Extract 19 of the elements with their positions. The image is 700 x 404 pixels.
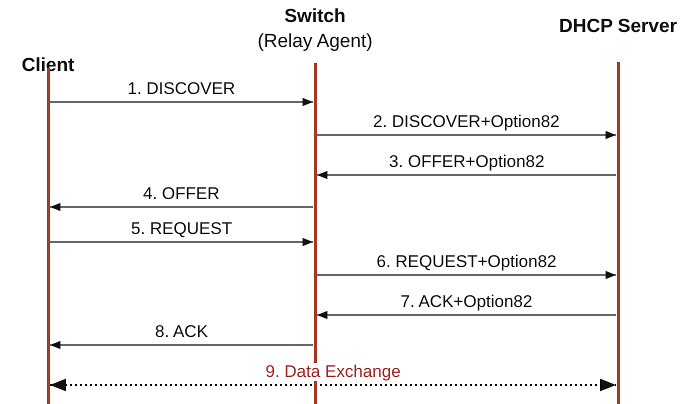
message-arrow [317,270,616,280]
message-label: 7. ACK+Option82 [398,293,534,311]
message-label: 5. REQUEST [129,220,234,238]
participant-name: DHCP Server [558,16,678,38]
participant-name: Client [20,55,76,77]
participant-name: Switch [283,6,347,28]
message-label: 2. DISCOVER+Option82 [371,113,562,131]
message-arrow [50,202,313,212]
message-arrow [317,310,616,320]
message-arrow [50,378,616,392]
message-label: 3. OFFER+Option82 [387,153,546,171]
message-arrow [50,98,313,106]
message-arrow [317,130,616,140]
message-arrow [317,170,616,180]
participant-role: (Relay Agent) [256,31,374,53]
message-label: 6. REQUEST+Option82 [374,253,559,271]
message-label: 9. Data Exchange [264,363,403,381]
message-arrow [50,340,313,350]
message-arrow [50,238,313,246]
